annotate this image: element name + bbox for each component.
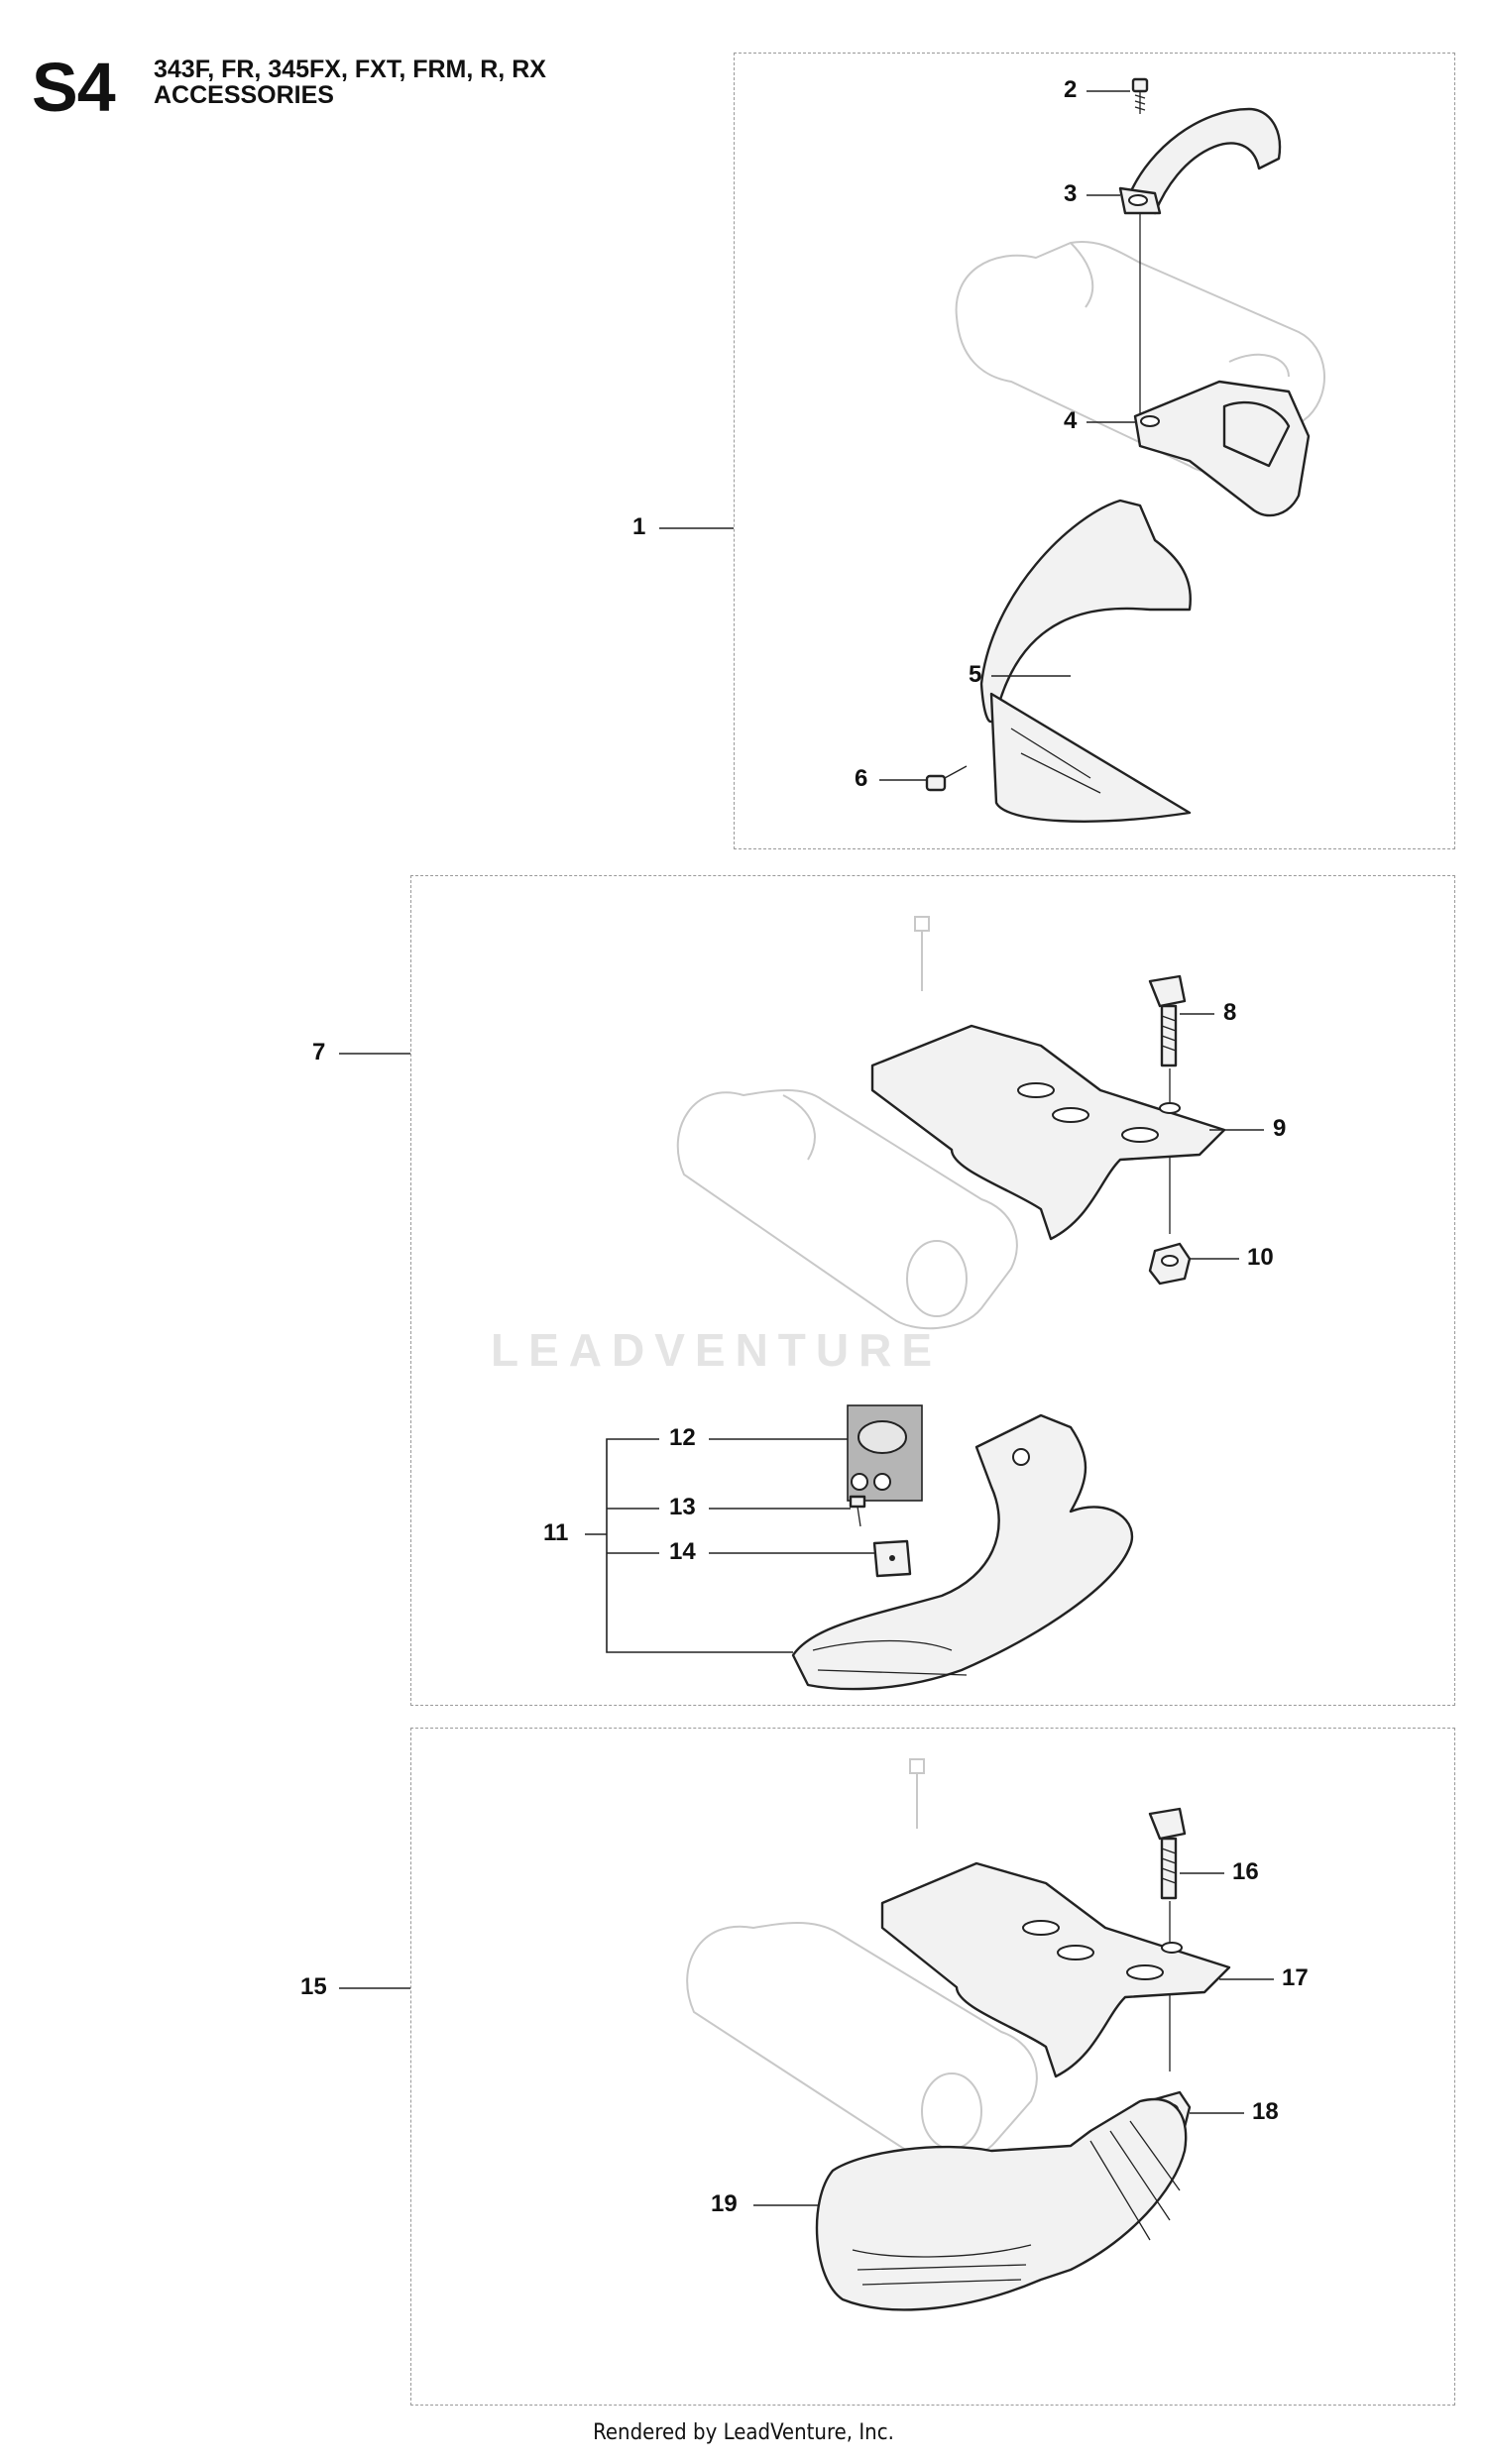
decal-12 [847,1404,923,1502]
callout-5: 5 [969,661,982,688]
guard-19 [815,2098,1188,2311]
callout-6: 6 [855,765,868,792]
screw-6 [925,765,968,792]
ghost-tube-7 [676,1089,1018,1330]
footer-credit: Rendered by LeadVenture, Inc. [593,2420,894,2445]
bolt-8 [1148,974,1187,1067]
callout-17: 17 [1282,1964,1309,1991]
callout-3: 3 [1064,180,1078,207]
bolt-16 [1148,1807,1187,1900]
callout-16: 16 [1232,1858,1259,1885]
callout-9: 9 [1273,1115,1287,1142]
callout-4: 4 [1064,407,1078,434]
callout-14: 14 [669,1538,696,1565]
callout-12: 12 [669,1424,696,1451]
nut-10 [1148,1242,1192,1286]
callout-1: 1 [632,513,646,540]
screw-2 [1131,77,1149,114]
callout-11: 11 [543,1519,569,1546]
section-code: S4 [32,49,116,126]
callout-18: 18 [1252,2098,1279,2125]
screw-13 [849,1495,866,1527]
callout-8: 8 [1223,999,1237,1026]
bracket-4 [1133,380,1311,517]
leader-lines [339,90,1274,2206]
ghost-screw-15 [909,1758,925,1829]
shield-17 [880,1861,1231,2078]
knife-14 [872,1539,912,1578]
model-list: 343F, FR, 345FX, FXT, FRM, R, RX [154,56,546,83]
group-box-15 [410,1728,1455,2406]
callout-13: 13 [669,1494,696,1520]
callout-10: 10 [1247,1244,1274,1271]
callout-19: 19 [711,2190,738,2217]
clamp-3 [1118,107,1282,215]
callout-7: 7 [312,1039,326,1065]
group-box-1 [734,53,1455,849]
callout-15: 15 [300,1973,327,2000]
watermark: LEADVENTURE [491,1324,943,1376]
ghost-screw-7 [914,916,930,991]
group-box-7 [410,875,1455,1706]
diagram-title: ACCESSORIES [154,81,334,109]
callout-2: 2 [1064,76,1078,103]
shield-9 [870,1024,1226,1241]
guard-5 [979,499,1192,823]
guard-11 [791,1413,1133,1691]
